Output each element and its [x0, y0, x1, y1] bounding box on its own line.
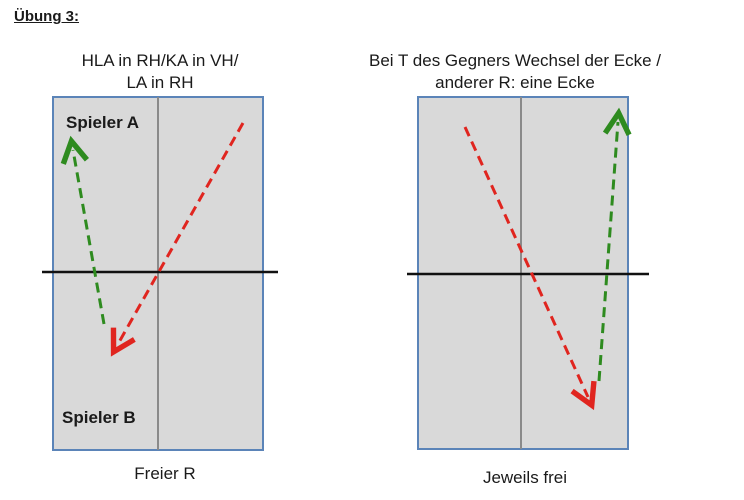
- left-red-arrow: [110, 122, 245, 357]
- right-caption-line2: anderer R: eine Ecke: [435, 73, 595, 92]
- right-green-arrow: [597, 107, 632, 382]
- left-table: [42, 96, 278, 451]
- right-footer: Jeweils frei: [482, 468, 568, 487]
- right-red-arrow: [463, 126, 597, 411]
- left-caption-line2: LA in RH: [126, 73, 194, 92]
- right-caption: Bei T des Gegners Wechsel der Ecke / and…: [330, 50, 700, 94]
- right-caption-line1: Bei T des Gegners Wechsel der Ecke /: [369, 51, 661, 70]
- left-footer: Freier R: [134, 464, 196, 483]
- left-caption: HLA in RH/KA in VH/ LA in RH: [60, 50, 260, 94]
- left-green-arrow: [60, 135, 106, 325]
- right-table: [407, 96, 649, 450]
- player-a-label: Spieler A: [66, 113, 140, 132]
- player-b-label: Spieler B: [62, 408, 136, 427]
- left-caption-line1: HLA in RH/KA in VH/: [81, 51, 239, 70]
- exercise-title: Übung 3:: [14, 8, 79, 25]
